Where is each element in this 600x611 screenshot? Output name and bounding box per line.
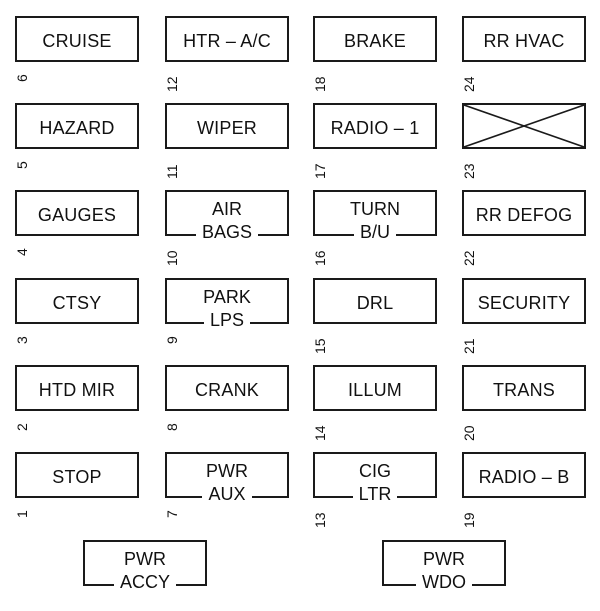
fuse-1: STOP <box>15 452 139 498</box>
relay-label-line2: ACCY <box>113 572 176 592</box>
fuse-label: ILLUM <box>347 379 402 400</box>
fuse-label-line1: TURN <box>350 199 400 219</box>
relay-label-line2-wrap: WDO <box>384 572 504 593</box>
fuse-label: GAUGES <box>37 204 117 225</box>
fuse-22: RR DEFOG <box>462 190 586 236</box>
relay-pwr-accy: PWR ACCY <box>83 540 207 592</box>
fuse-label-line2-wrap: B/U <box>315 222 435 243</box>
fuse-label: BRAKE <box>343 30 407 51</box>
fuse-15: DRL <box>313 278 437 324</box>
fuse-label: HTR – A/C <box>183 30 271 51</box>
fuse-20: TRANS <box>462 365 586 411</box>
fuse-12: HTR – A/C <box>165 16 289 62</box>
fuse-14: ILLUM <box>313 365 437 411</box>
fuse-3: CTSY <box>15 278 139 324</box>
fuse-label: RR DEFOG <box>475 204 573 225</box>
fuse-label: HAZARD <box>39 117 115 138</box>
fuse-label: RADIO – B <box>478 466 570 487</box>
fuse-number-11: 11 <box>164 164 180 179</box>
fuse-16: TURN B/U <box>313 190 437 242</box>
fuse-number-18: 18 <box>312 76 328 92</box>
fuse-label: CTSY <box>52 292 102 313</box>
fuse-number-2: 2 <box>14 423 30 431</box>
fuse-11: WIPER <box>165 103 289 149</box>
fuse-number-13: 13 <box>312 512 328 528</box>
fuse-24: RR HVAC <box>462 16 586 62</box>
fuse-number-8: 8 <box>164 423 180 431</box>
fuse-19: RADIO – B <box>462 452 586 498</box>
fuse-2: HTD MIR <box>15 365 139 411</box>
fuse-number-23: 23 <box>461 163 477 179</box>
fuse-label-line2: B/U <box>353 222 396 242</box>
fuse-8: CRANK <box>165 365 289 411</box>
relay-label-line1: PWR <box>124 549 166 569</box>
fuse-label: STOP <box>52 466 102 487</box>
fuse-10: AIR BAGS <box>165 190 289 242</box>
fuse-label-line2: BAGS <box>195 222 259 242</box>
fuse-number-5: 5 <box>14 161 30 169</box>
fuse-label-line2-wrap: AUX <box>167 484 287 505</box>
fuse-number-4: 4 <box>14 248 30 256</box>
fuse-label: HTD MIR <box>38 379 116 400</box>
fuse-label: RR HVAC <box>483 30 565 51</box>
fuse-7: PWR AUX <box>165 452 289 504</box>
fuse-label: RADIO – 1 <box>330 117 420 138</box>
fuse-number-16: 16 <box>312 250 328 266</box>
fuse-label-line2-wrap: LPS <box>167 310 287 331</box>
fuse-number-14: 14 <box>312 425 328 441</box>
fuse-6: CRUISE <box>15 16 139 62</box>
fuse-label-line1: CIG <box>358 461 391 481</box>
fuse-label-line2-wrap: LTR <box>315 484 435 505</box>
fuse-label: CRUISE <box>42 30 112 51</box>
fuse-number-20: 20 <box>461 425 477 441</box>
fuse-number-12: 12 <box>164 76 180 92</box>
fuse-label: CRANK <box>194 379 259 400</box>
fuse-label-line2-wrap: BAGS <box>167 222 287 243</box>
fuse-number-22: 22 <box>461 250 477 266</box>
relay-label-line2-wrap: ACCY <box>85 572 205 593</box>
fuse-number-6: 6 <box>14 74 30 82</box>
fuse-5: HAZARD <box>15 103 139 149</box>
fuse-number-1: 1 <box>14 510 30 518</box>
relay-pwr-wdo: PWR WDO <box>382 540 506 592</box>
fuse-23-empty <box>462 103 586 149</box>
fuse-label: DRL <box>356 292 394 313</box>
fuse-label-line2: LPS <box>203 310 251 330</box>
fuse-label-line1: PWR <box>206 461 248 481</box>
fuse-number-15: 15 <box>312 338 328 354</box>
fuse-label-line2: AUX <box>202 484 252 504</box>
relay-label-line1: PWR <box>423 549 465 569</box>
fuse-label-line1: PARK <box>203 287 251 307</box>
fuse-label-line1: AIR <box>211 199 242 219</box>
fuse-4: GAUGES <box>15 190 139 236</box>
fuse-18: BRAKE <box>313 16 437 62</box>
fuse-number-17: 17 <box>312 163 328 179</box>
fuse-label: SECURITY <box>477 292 571 313</box>
fuse-number-19: 19 <box>461 512 477 528</box>
fuse-label-line2: LTR <box>352 484 398 504</box>
fuse-label: TRANS <box>492 379 555 400</box>
fuse-number-10: 10 <box>164 250 180 266</box>
fuse-label: WIPER <box>196 117 257 138</box>
fuse-number-24: 24 <box>461 76 477 92</box>
relay-label-line2: WDO <box>416 572 472 592</box>
empty-slot-x-icon <box>464 105 584 147</box>
fuse-17: RADIO – 1 <box>313 103 437 149</box>
fuse-13: CIG LTR <box>313 452 437 504</box>
fuse-9: PARK LPS <box>165 278 289 330</box>
fuse-number-21: 21 <box>461 338 477 354</box>
fuse-number-3: 3 <box>14 336 30 344</box>
fuse-21: SECURITY <box>462 278 586 324</box>
fuse-number-7: 7 <box>164 510 180 518</box>
fuse-number-9: 9 <box>164 336 180 344</box>
